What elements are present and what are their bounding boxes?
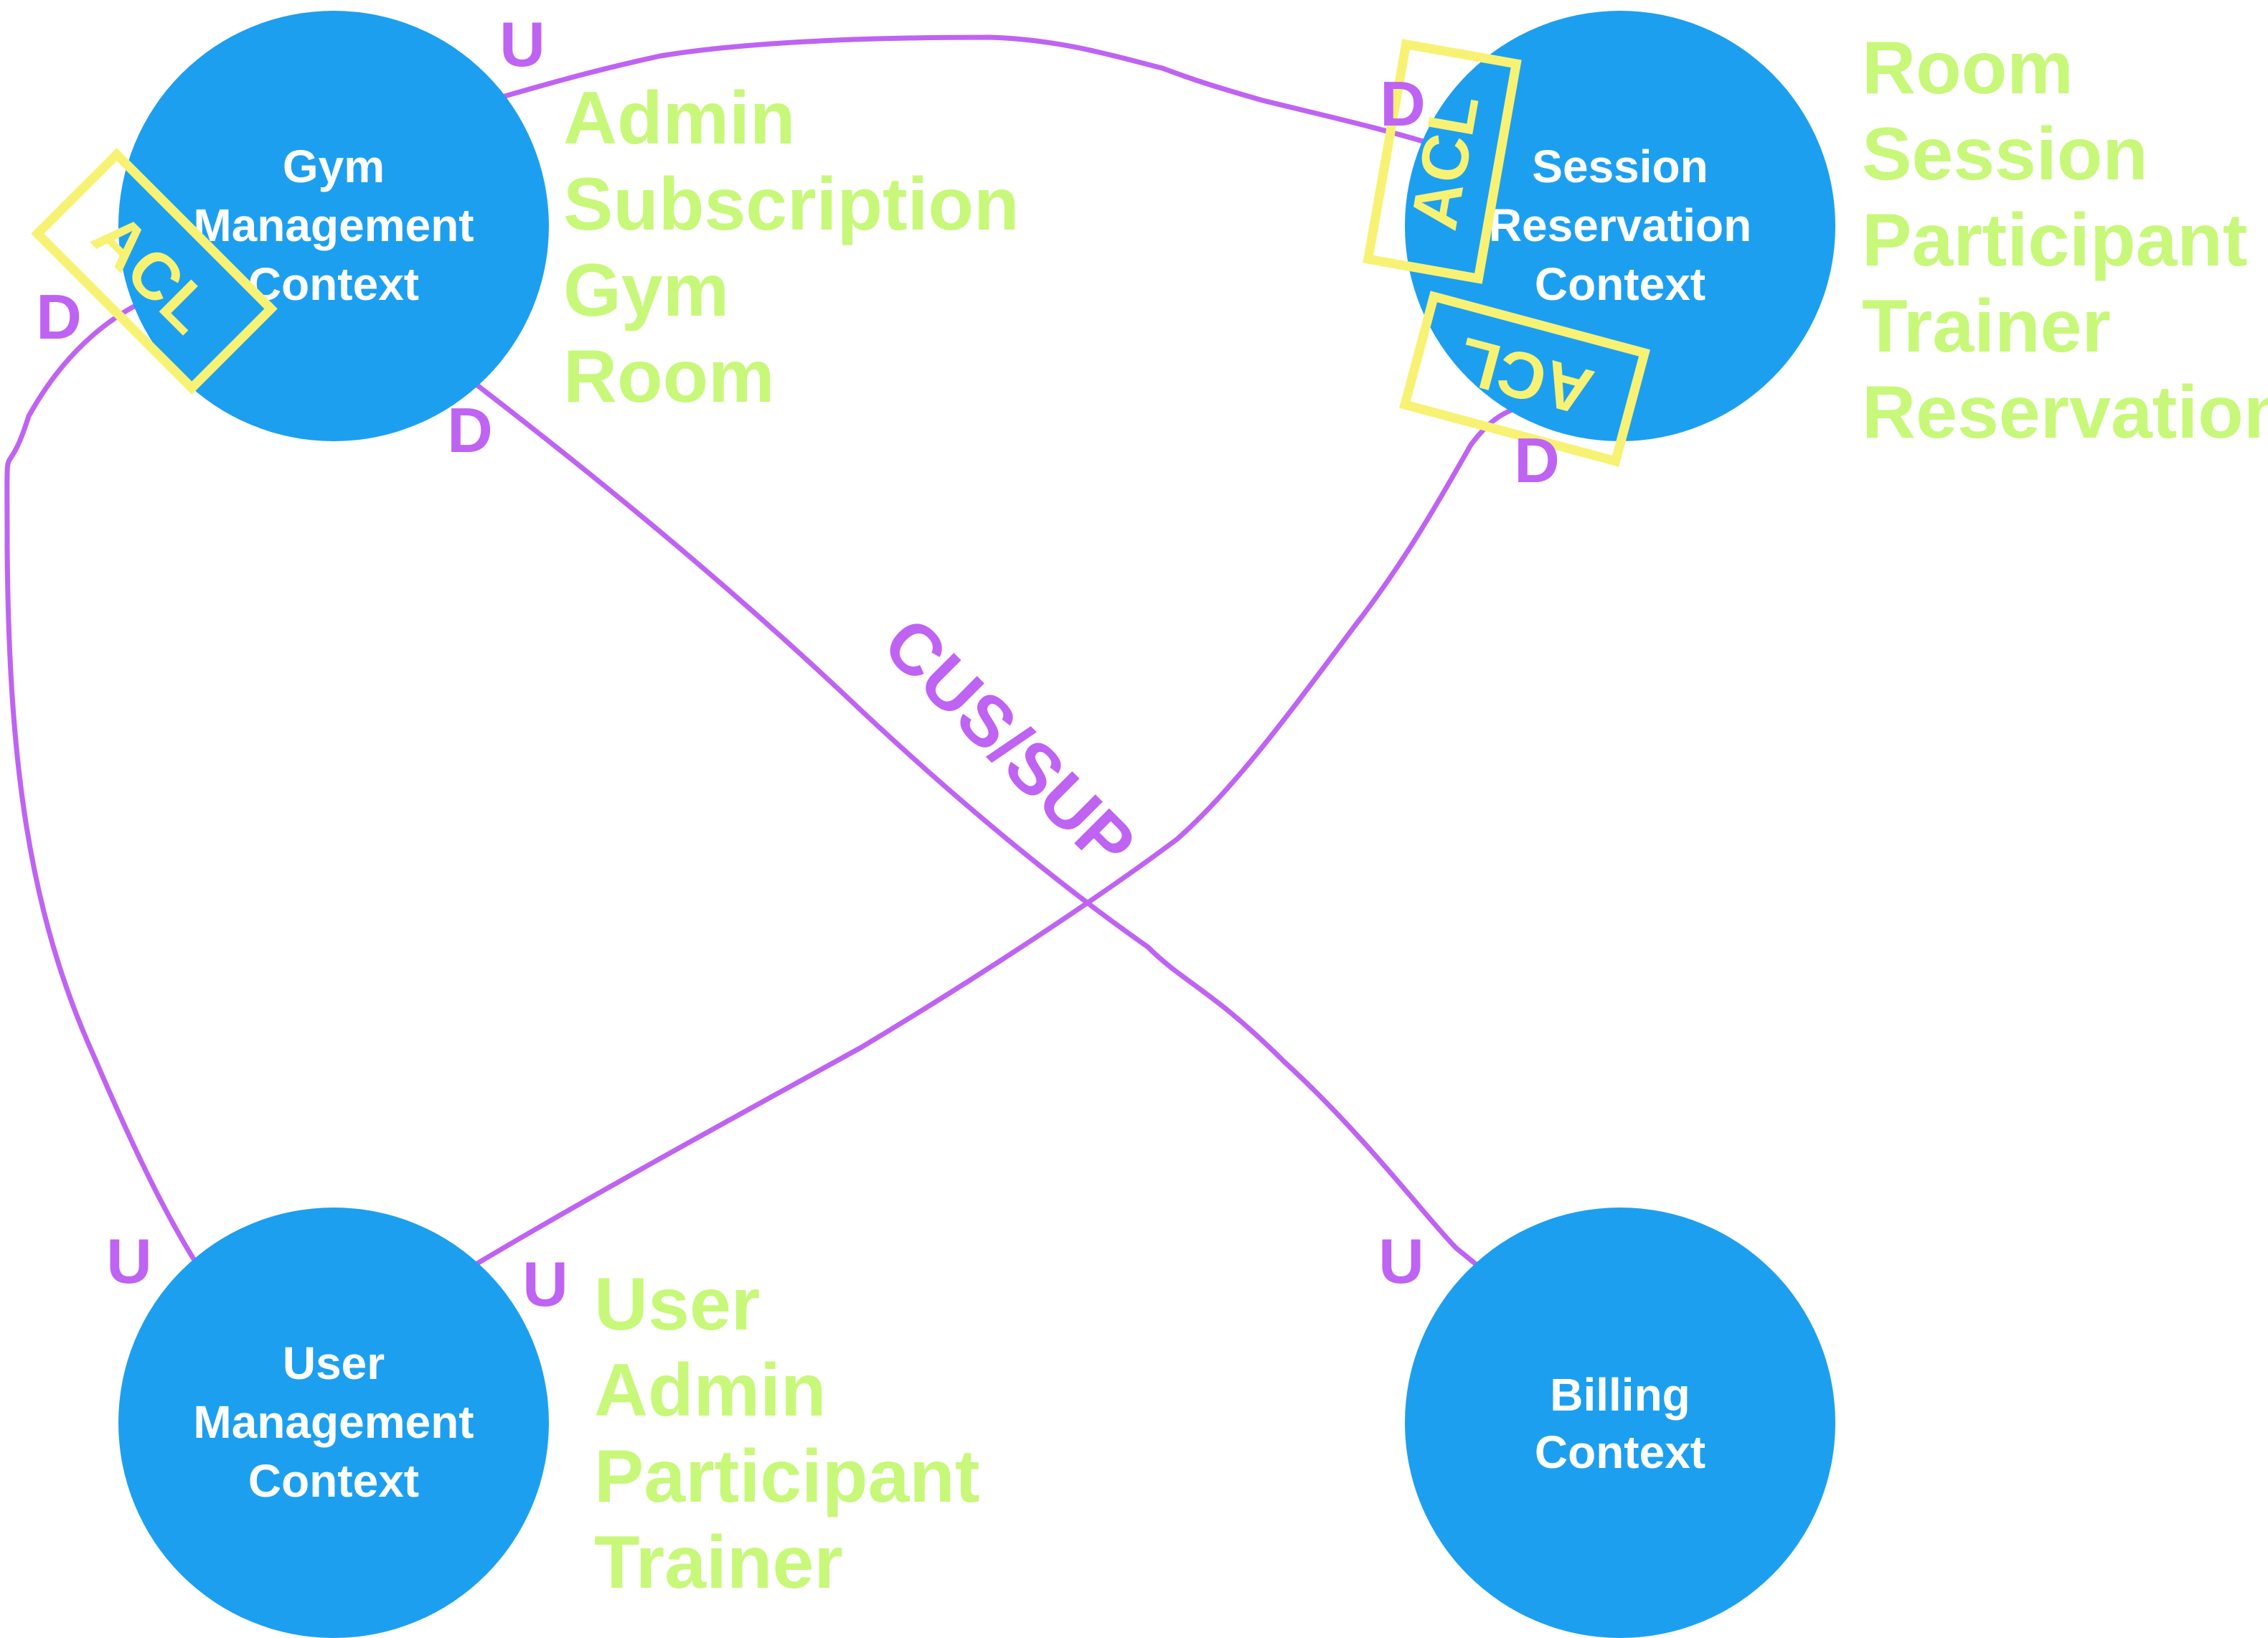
context-circle [118,1208,549,1638]
context-session-reservation[interactable]: Session Reservation Context [1405,11,1835,441]
context-name-line: Reservation [1489,199,1751,251]
context-name-line: Context [1535,1426,1705,1478]
upstream-marker: U [106,1225,152,1296]
downstream-marker: D [36,281,82,352]
entities-user: User Admin Participant Trainer [594,1263,979,1604]
relation-user-session [464,406,1517,1273]
entity-label: Trainer [1862,285,2111,368]
entity-label: Participant [594,1435,979,1518]
entity-label: User [594,1263,760,1346]
ud-markers: U D D D D U U U [36,9,1560,1319]
entities-session: Room Session Participant Trainer Reserva… [1862,27,2268,454]
entity-label: Gym [563,249,729,332]
entity-label: Room [563,335,775,418]
entity-label: Admin [563,77,796,160]
context-user-management[interactable]: User Management Context [118,1208,549,1638]
relation-gym-billing [449,363,1517,1298]
context-name-line: Session [1532,141,1708,192]
context-name-line: Context [248,258,419,310]
context-circle [1405,11,1835,441]
relation-user-gym [4,298,197,1262]
entity-label: Participant [1862,199,2247,282]
acl-box [1399,291,1650,467]
downstream-marker: D [1514,425,1560,496]
entity-label: Reservation [1862,371,2268,454]
upstream-marker: U [1378,1225,1424,1296]
entity-label: Session [1862,113,2148,196]
context-name-line: Management [193,199,474,251]
context-circle [118,11,549,441]
context-name-line: Management [193,1396,474,1448]
context-name-line: Billing [1550,1369,1690,1421]
downstream-marker: D [447,395,493,466]
context-name-line: Context [1535,258,1705,310]
entity-label: Subscription [563,163,1020,246]
context-billing[interactable]: Billing Context [1405,1208,1835,1638]
upstream-marker: U [499,9,545,80]
context-circle [1405,1208,1835,1638]
relationships [4,34,1517,1298]
acl-box [1363,39,1522,284]
entity-label: Trainer [594,1521,843,1604]
entities-gym: Admin Subscription Gym Room [563,77,1020,418]
upstream-marker: U [522,1248,568,1319]
context-name-line: Gym [283,141,385,192]
entity-label: Admin [594,1349,827,1432]
context-name-line: User [283,1337,385,1389]
context-gym-management[interactable]: Gym Management Context [118,11,549,441]
entity-label: Room [1862,27,2074,110]
downstream-marker: D [1380,68,1426,139]
relation-gym-session [499,34,1445,150]
context-name-line: Context [248,1455,419,1507]
acl-box [31,148,278,395]
